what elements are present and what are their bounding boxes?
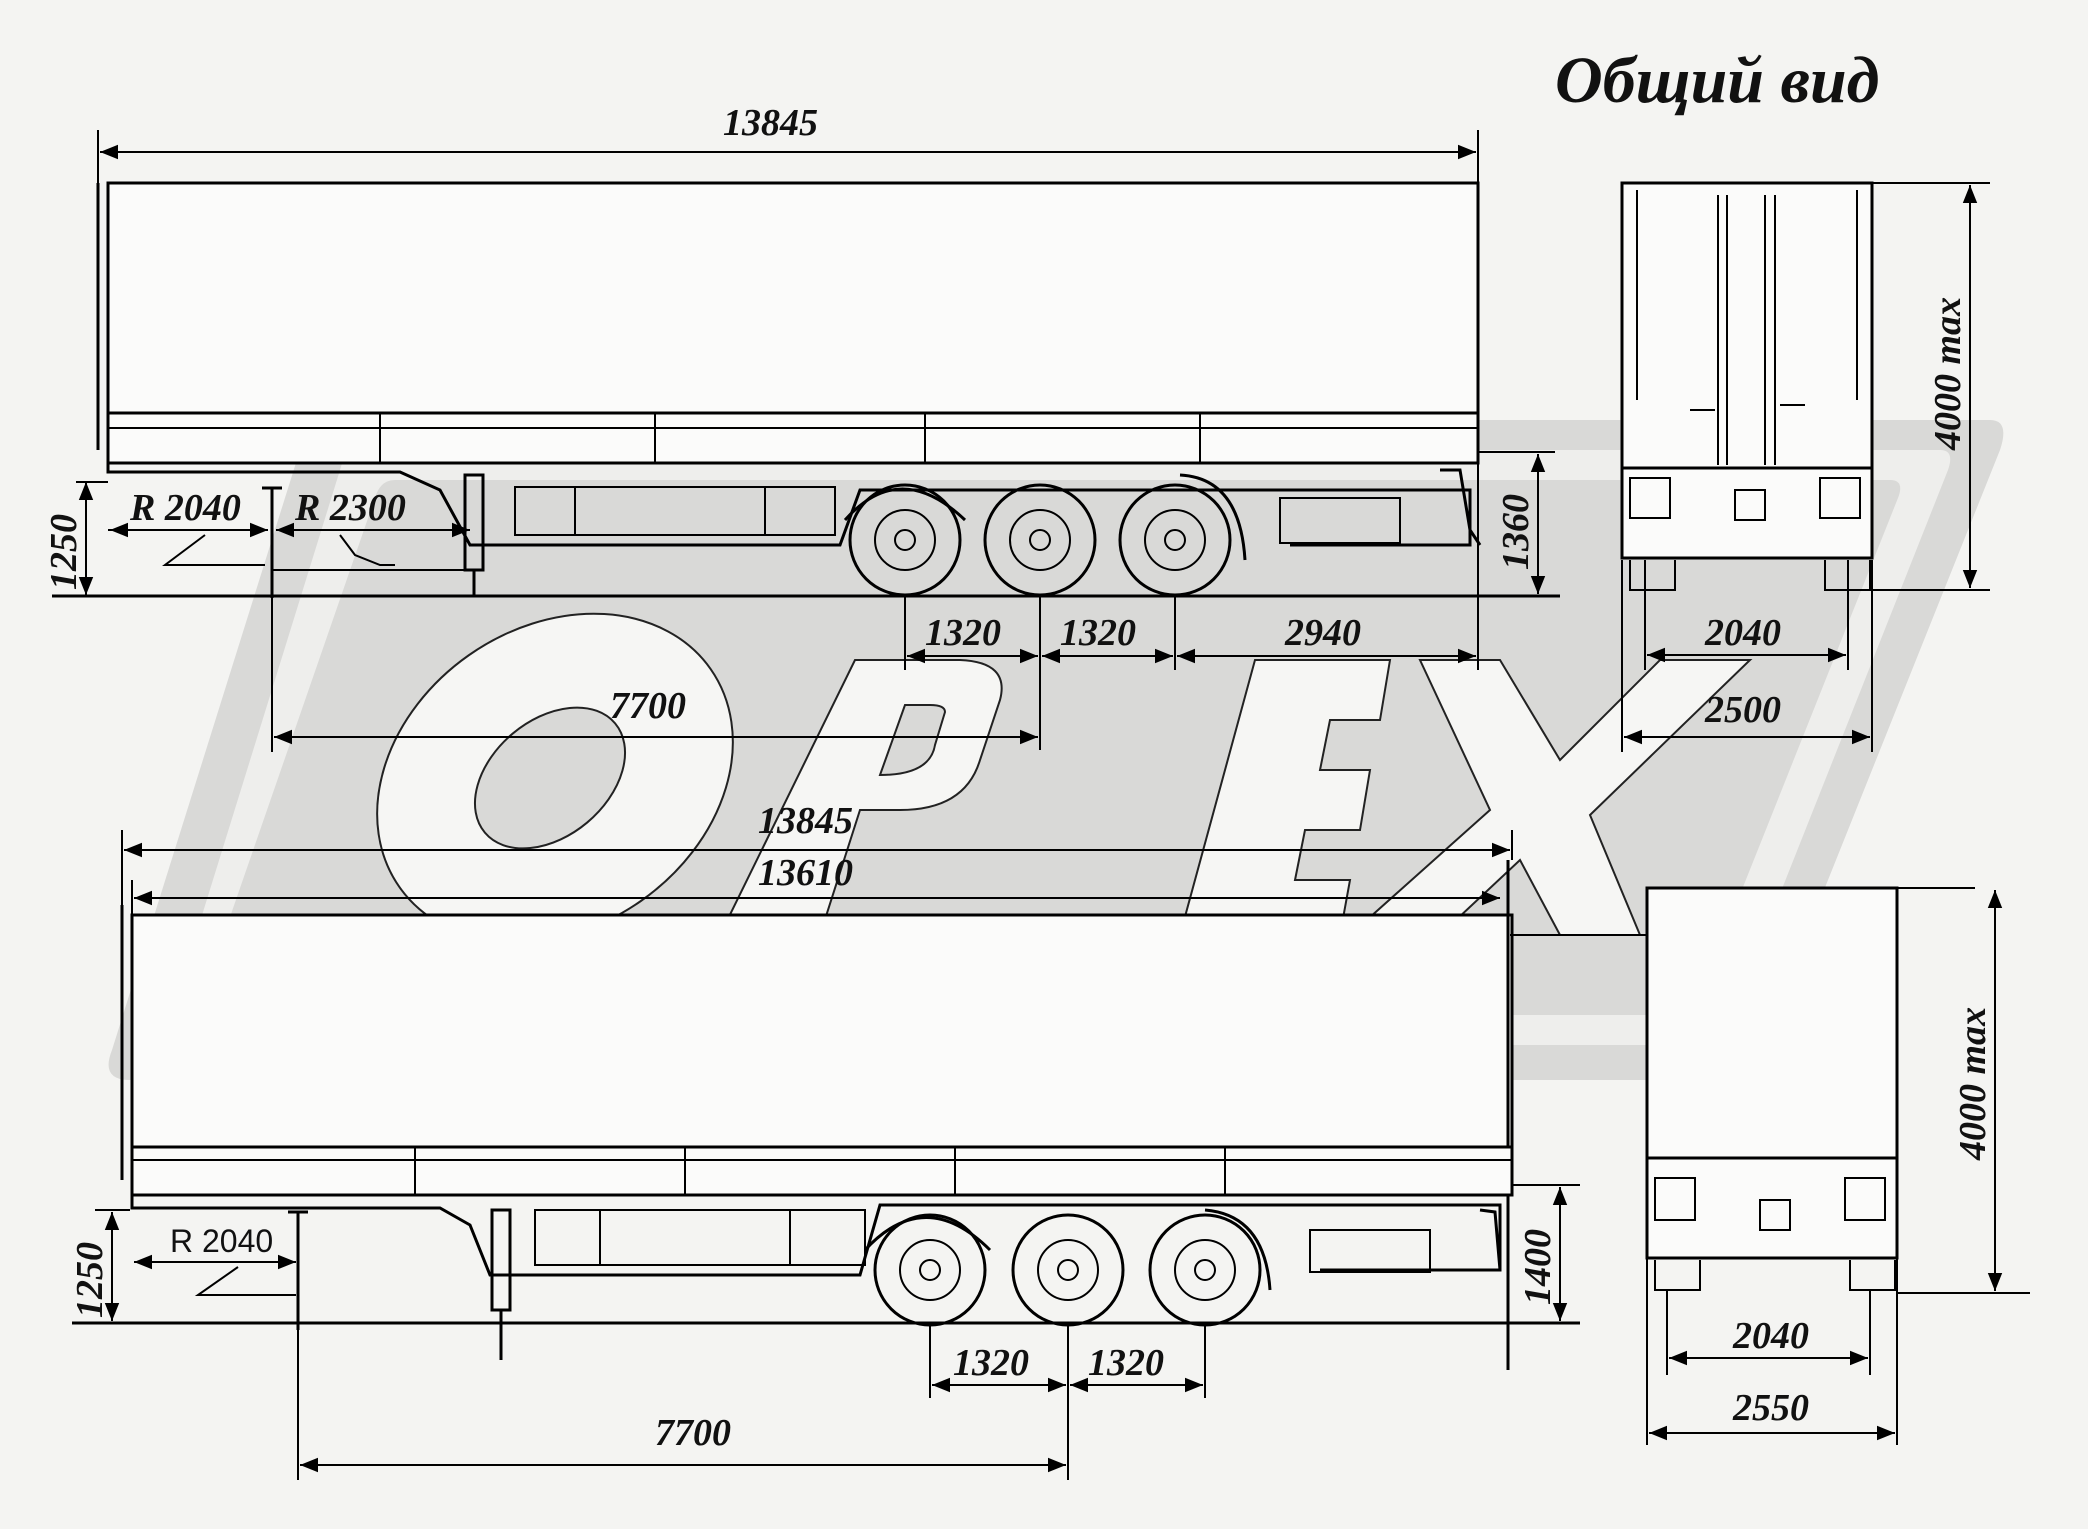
top-rear-doors — [1620, 181, 1874, 470]
bottom-coupling-height: 1400 — [1517, 1229, 1559, 1305]
bottom-rear-width: 2550 — [1732, 1387, 1809, 1429]
top-platform — [106, 411, 1480, 465]
top-rear-chassis — [1620, 466, 1874, 560]
side-view-bottom: 13845 13610 1250 1400 R 2040 1320 1320 7… — [69, 800, 1580, 1480]
bottom-front-height: 1250 — [69, 1242, 111, 1318]
bottom-overall-length: 13845 — [758, 800, 853, 842]
top-overall-length: 13845 — [723, 102, 818, 144]
bottom-rear-tarp — [1645, 886, 1899, 1160]
bottom-radius-front: R 2040 — [170, 1223, 273, 1259]
top-axle-spacing-1: 1320 — [925, 612, 1001, 654]
drawing-title: Общий вид — [1555, 44, 1879, 117]
top-tarp — [106, 181, 1480, 415]
side-view-top: 13845 1250 1360 R 2040 R 2300 1320 1320 … — [43, 102, 1560, 752]
top-rear-track: 2040 — [1704, 612, 1781, 654]
top-rear-overhang: 2940 — [1284, 612, 1361, 654]
top-radius-front: R 2040 — [129, 487, 241, 529]
rear-view-bottom: 4000 max 2040 2550 — [1510, 886, 2030, 1445]
top-coupling-height: 1360 — [1495, 494, 1537, 570]
bottom-rear-track: 2040 — [1732, 1315, 1809, 1357]
bottom-kingpin-to-axle: 7700 — [655, 1412, 731, 1454]
bottom-tarp — [130, 913, 1514, 1149]
bottom-rear-chassis — [1645, 1156, 1899, 1260]
watermark-letter-p — [718, 659, 1003, 936]
bottom-body-length: 13610 — [758, 852, 853, 894]
bottom-axle-spacing-2: 1320 — [1088, 1342, 1164, 1384]
top-radius-rear: R 2300 — [294, 487, 406, 529]
rear-view-top: 4000 max 2040 2500 — [1620, 181, 1990, 752]
bottom-platform — [130, 1145, 1514, 1197]
top-rear-width: 2500 — [1704, 689, 1781, 731]
top-rear-height: 4000 max — [1927, 297, 1969, 451]
bottom-axle-spacing-1: 1320 — [953, 1342, 1029, 1384]
bottom-wheels — [873, 1213, 1262, 1327]
top-kingpin-to-axle: 7700 — [610, 685, 686, 727]
top-axle-spacing-2: 1320 — [1060, 612, 1136, 654]
top-front-height: 1250 — [43, 514, 85, 590]
bottom-rear-height: 4000 max — [1952, 1007, 1994, 1161]
